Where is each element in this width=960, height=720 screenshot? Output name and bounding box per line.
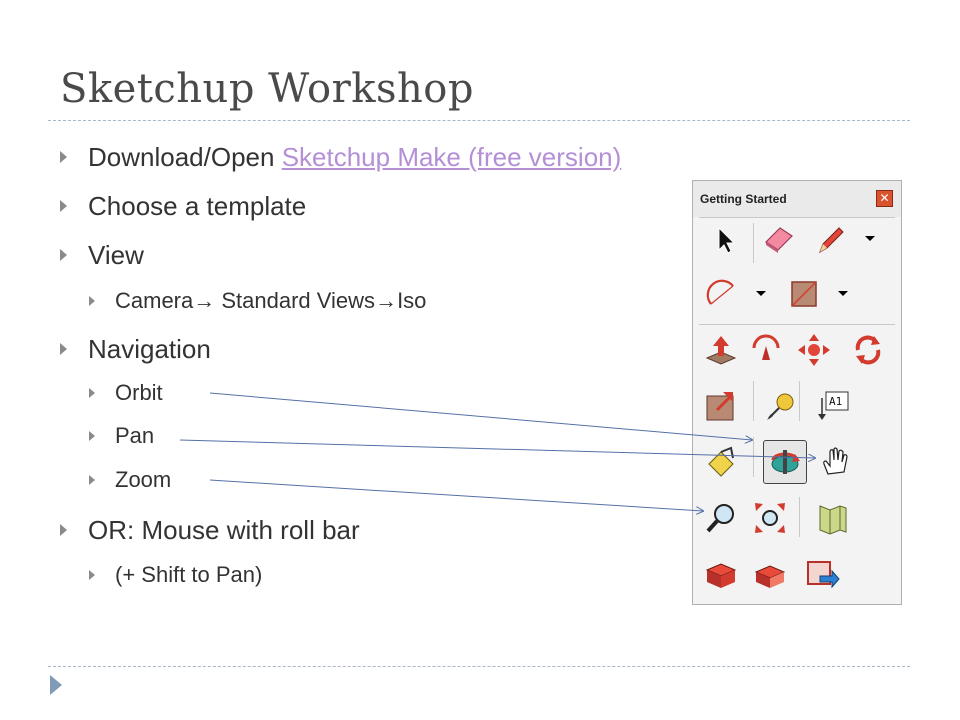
sub-bullet-orbit: Orbit bbox=[89, 380, 289, 406]
bullet-text: Choose a template bbox=[88, 191, 307, 221]
share-model-icon[interactable] bbox=[804, 556, 840, 592]
paint-bucket-icon[interactable] bbox=[703, 444, 739, 480]
extension-warehouse-icon[interactable] bbox=[752, 556, 788, 592]
arc-dropdown-icon[interactable] bbox=[756, 291, 766, 296]
footer-divider bbox=[48, 666, 910, 667]
orbit-pointer-arrow bbox=[209, 392, 752, 440]
bullet-navigation: Navigation bbox=[60, 334, 460, 364]
warehouse-icon[interactable] bbox=[814, 500, 850, 536]
bullet-text: Pan bbox=[115, 423, 155, 448]
toolbar-separator bbox=[753, 437, 754, 477]
zoom-pointer-arrow bbox=[209, 479, 703, 511]
bullet-text: Orbit bbox=[115, 380, 163, 405]
follow-me-icon[interactable] bbox=[748, 332, 784, 368]
bullet-text: Zoom bbox=[115, 467, 172, 492]
bullet-arrow-icon bbox=[89, 475, 95, 485]
bullet-arrow-icon bbox=[60, 524, 67, 536]
rectangle-dropdown-icon[interactable] bbox=[838, 291, 848, 296]
bullet-text: View bbox=[88, 240, 144, 270]
sub-bullet-pan: Pan bbox=[89, 423, 289, 449]
toolbar-separator bbox=[753, 223, 754, 263]
sub-bullet-zoom: Zoom bbox=[89, 467, 289, 493]
menu-iso: Iso bbox=[397, 288, 427, 313]
bullet-text: OR: Mouse with roll bar bbox=[88, 515, 360, 545]
bullet-arrow-icon bbox=[60, 249, 67, 261]
bullet-arrow-icon bbox=[60, 151, 67, 163]
offset-icon[interactable] bbox=[703, 388, 739, 424]
text-icon[interactable]: A1 bbox=[814, 388, 850, 424]
right-arrow-icon: → bbox=[193, 288, 216, 313]
bullet-arrow-icon bbox=[89, 570, 95, 580]
menu-camera: Camera bbox=[115, 288, 194, 313]
bullet-arrow-icon bbox=[89, 431, 95, 441]
pan-pointer-arrow bbox=[179, 439, 815, 458]
svg-text:A1: A1 bbox=[829, 395, 842, 408]
toolbar-separator bbox=[799, 381, 800, 421]
eraser-icon[interactable] bbox=[760, 222, 796, 258]
pencil-dropdown-icon[interactable] bbox=[865, 236, 875, 241]
slide-nav-arrow-icon[interactable] bbox=[50, 675, 62, 695]
tape-measure-icon[interactable] bbox=[763, 388, 799, 424]
bullet-text: Navigation bbox=[88, 334, 211, 364]
pan-icon[interactable] bbox=[818, 444, 854, 480]
bullet-mouse-roll-bar: OR: Mouse with roll bar bbox=[60, 515, 560, 545]
move-icon[interactable] bbox=[796, 332, 832, 368]
right-arrow-icon: → bbox=[375, 288, 398, 313]
sub-bullet-shift-pan: (+ Shift to Pan) bbox=[89, 562, 389, 588]
bullet-choose-template: Choose a template bbox=[60, 191, 460, 221]
bullet-arrow-icon bbox=[89, 296, 95, 306]
bullet-view: View bbox=[60, 240, 460, 270]
arc-icon[interactable] bbox=[705, 276, 741, 312]
bullet-arrow-icon bbox=[89, 388, 95, 398]
title-divider bbox=[48, 120, 910, 121]
zoom-extents-icon[interactable] bbox=[752, 500, 788, 536]
bullet-arrow-icon bbox=[60, 343, 67, 355]
push-pull-icon[interactable] bbox=[703, 332, 739, 368]
select-icon[interactable] bbox=[705, 222, 741, 258]
pencil-icon[interactable] bbox=[812, 222, 848, 258]
bullet-arrow-icon bbox=[60, 200, 67, 212]
bullet-text: Download/Open bbox=[88, 142, 282, 172]
toolbar-separator bbox=[699, 217, 895, 218]
toolbar-separator bbox=[699, 324, 895, 325]
toolbar-separator bbox=[753, 381, 754, 421]
bullet-download: Download/Open Sketchup Make (free versio… bbox=[60, 142, 760, 172]
rotate-icon[interactable] bbox=[850, 332, 886, 368]
bullet-text: (+ Shift to Pan) bbox=[115, 562, 263, 587]
sketchup-make-link[interactable]: Sketchup Make (free version) bbox=[281, 142, 622, 172]
close-icon[interactable]: ✕ bbox=[876, 190, 893, 207]
sub-bullet-camera-path: Camera→ Standard Views→Iso bbox=[89, 288, 589, 314]
toolbar-titlebar: Getting Started ✕ bbox=[693, 181, 901, 217]
zoom-icon[interactable] bbox=[703, 500, 739, 536]
slide-title: Sketchup Workshop bbox=[60, 66, 474, 112]
rectangle-icon[interactable] bbox=[786, 276, 822, 312]
toolbar-separator bbox=[799, 497, 800, 537]
components-icon[interactable] bbox=[703, 556, 739, 592]
menu-standard-views: Standard Views bbox=[215, 288, 376, 313]
toolbar-title: Getting Started bbox=[700, 192, 787, 206]
